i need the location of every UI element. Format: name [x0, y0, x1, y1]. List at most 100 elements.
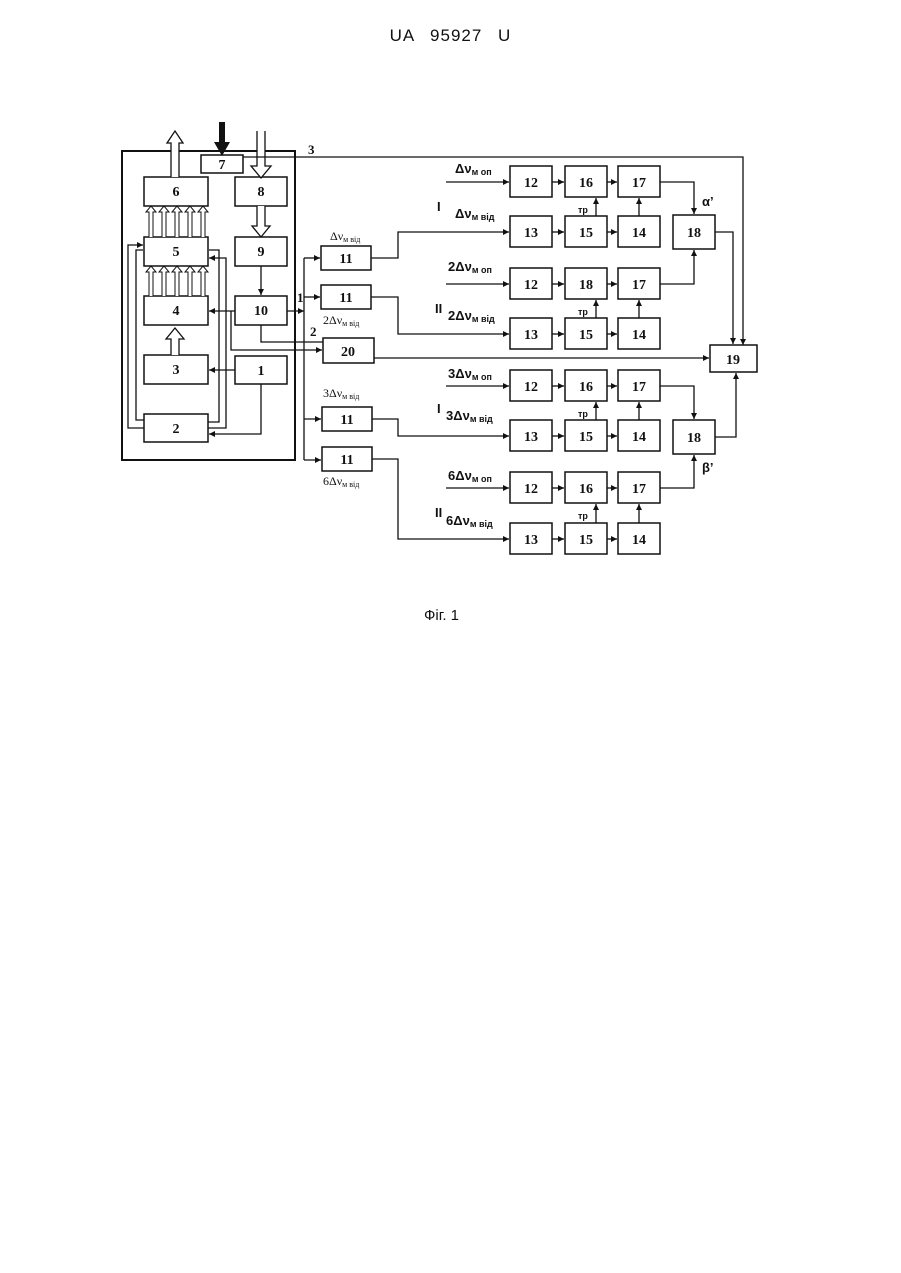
block-13-c: 13	[510, 420, 552, 451]
block-1: 1	[235, 356, 287, 384]
svg-text:6: 6	[173, 185, 180, 200]
group-label-II-b: II	[435, 505, 442, 520]
label-meas-1: Δνм від	[455, 206, 495, 222]
block-10: 10	[235, 296, 287, 325]
label-dv-11c: 3Δνм від	[323, 386, 359, 401]
svg-text:15: 15	[579, 533, 593, 548]
figure-caption: Фіг. 1	[0, 607, 883, 624]
group-label-I-a: I	[437, 199, 441, 214]
svg-text:17: 17	[632, 278, 646, 293]
block-14-d: 14	[618, 523, 660, 554]
label-meas-3: 3Δνм від	[446, 408, 493, 424]
svg-text:1: 1	[258, 364, 265, 379]
svg-text:16: 16	[579, 380, 593, 395]
hollow-arrow-8-9	[252, 206, 270, 237]
label-tr-d: тр	[578, 511, 588, 521]
block-15-c: 15	[565, 420, 607, 451]
block-18-b: 18	[565, 268, 607, 299]
label-dv-11b: 2Δνм від	[323, 313, 359, 328]
svg-text:18: 18	[687, 226, 701, 241]
block-8: 8	[235, 177, 287, 206]
svg-text:7: 7	[219, 158, 226, 173]
block-11-b: 11	[321, 285, 371, 309]
svg-text:11: 11	[339, 252, 352, 267]
svg-text:11: 11	[339, 291, 352, 306]
label-dv-11a: Δνм від	[330, 229, 360, 244]
svg-text:11: 11	[340, 413, 353, 428]
hollow-arrow-3-4	[166, 328, 184, 355]
block-14-a: 14	[618, 216, 660, 247]
label-beta: β’	[702, 460, 714, 475]
block-17-b: 17	[618, 268, 660, 299]
svg-text:2: 2	[173, 422, 180, 437]
label-ref-2: 2Δνм оп	[448, 259, 492, 275]
block-7: 7	[201, 155, 243, 173]
block-11-c: 11	[322, 407, 372, 431]
block-15-d: 15	[565, 523, 607, 554]
block-20: 20	[323, 338, 374, 363]
svg-text:15: 15	[579, 328, 593, 343]
line-label-1: 1	[297, 290, 304, 305]
svg-text:3: 3	[173, 363, 180, 378]
block-2: 2	[144, 414, 208, 442]
bus-4-5	[146, 266, 208, 296]
label-meas-2: 2Δνм від	[448, 308, 495, 324]
svg-text:18: 18	[579, 278, 593, 293]
svg-text:9: 9	[258, 245, 265, 260]
block-17-d: 17	[618, 472, 660, 503]
block-15-a: 15	[565, 216, 607, 247]
group-label-I-b: I	[437, 401, 441, 416]
block-12-a: 12	[510, 166, 552, 197]
block-15-b: 15	[565, 318, 607, 349]
svg-text:13: 13	[524, 533, 538, 548]
block-18-alpha: 18	[673, 215, 715, 249]
svg-text:15: 15	[579, 430, 593, 445]
group-label-II-a: II	[435, 301, 442, 316]
bus-5-6	[146, 206, 208, 237]
label-ref-1: Δνм оп	[455, 161, 492, 177]
svg-text:14: 14	[632, 328, 646, 343]
svg-text:15: 15	[579, 226, 593, 241]
svg-text:19: 19	[726, 353, 740, 368]
block-19: 19	[710, 345, 757, 372]
output-hollow-arrow	[167, 131, 183, 177]
svg-text:8: 8	[258, 185, 265, 200]
svg-text:17: 17	[632, 380, 646, 395]
svg-text:14: 14	[632, 533, 646, 548]
block-3: 3	[144, 355, 208, 384]
block-12-b: 12	[510, 268, 552, 299]
svg-text:17: 17	[632, 176, 646, 191]
svg-text:12: 12	[524, 482, 538, 497]
block-12-d: 12	[510, 472, 552, 503]
label-tr-b: тр	[578, 307, 588, 317]
block-14-c: 14	[618, 420, 660, 451]
block-13-a: 13	[510, 216, 552, 247]
svg-text:5: 5	[173, 245, 180, 260]
block-4: 4	[144, 296, 208, 325]
block-18-beta: 18	[673, 420, 715, 454]
label-meas-6: 6Δνм від	[446, 513, 493, 529]
input-hollow-arrow	[251, 131, 271, 178]
block-17-a: 17	[618, 166, 660, 197]
block-11-d: 11	[322, 447, 372, 471]
block-13-b: 13	[510, 318, 552, 349]
svg-text:16: 16	[579, 176, 593, 191]
block-16-a: 16	[565, 166, 607, 197]
svg-text:10: 10	[254, 304, 268, 319]
label-ref-6: 6Δνм оп	[448, 468, 492, 484]
block-17-c: 17	[618, 370, 660, 401]
label-dv-11d: 6Δνм від	[323, 474, 359, 489]
block-16-d: 16	[565, 472, 607, 503]
block-5: 5	[144, 237, 208, 266]
svg-text:20: 20	[341, 345, 355, 360]
block-11-a: 11	[321, 246, 371, 270]
svg-text:14: 14	[632, 430, 646, 445]
svg-text:13: 13	[524, 226, 538, 241]
block-16-c: 16	[565, 370, 607, 401]
label-alpha: α’	[702, 194, 714, 209]
block-6: 6	[144, 177, 208, 206]
svg-text:16: 16	[579, 482, 593, 497]
svg-text:13: 13	[524, 430, 538, 445]
svg-text:11: 11	[340, 453, 353, 468]
